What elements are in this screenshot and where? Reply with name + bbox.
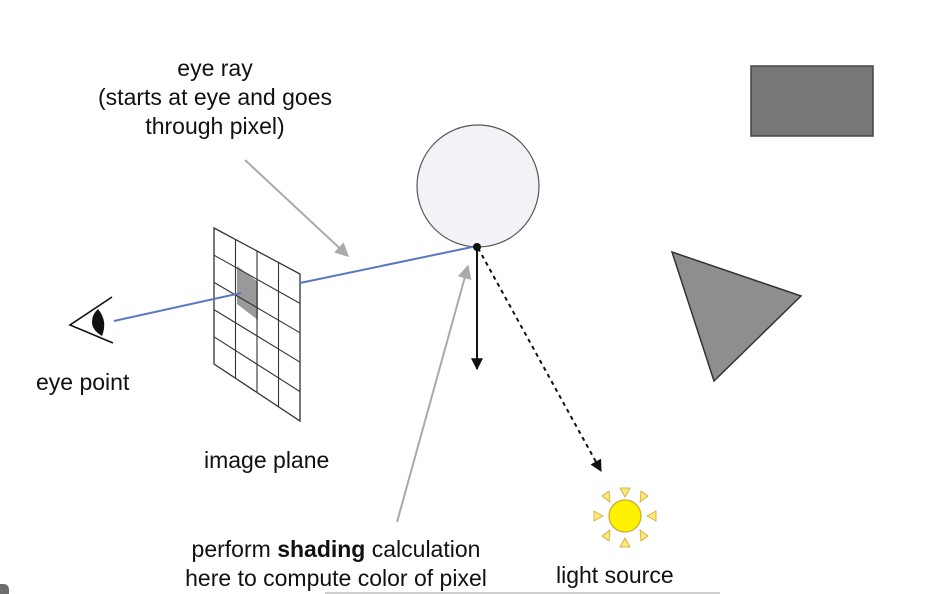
image-plane-label: image plane bbox=[204, 447, 330, 473]
shading-label-suffix: calculation bbox=[365, 536, 481, 562]
corner-mark bbox=[0, 584, 9, 594]
shading-label-line1: perform shading calculation bbox=[150, 535, 522, 564]
eye-ray-label-line2: (starts at eye and goes bbox=[98, 84, 332, 110]
shading-label-prefix: perform bbox=[191, 536, 278, 562]
scene-triangle bbox=[670, 250, 803, 383]
shading-label: perform shading calculation here to comp… bbox=[150, 535, 522, 593]
bottom-divider bbox=[325, 592, 720, 594]
eye-point-label: eye point bbox=[36, 369, 130, 395]
eye-ray-pointer-arrow bbox=[244, 159, 350, 257]
scene-sphere bbox=[416, 124, 540, 248]
shading-label-bold: shading bbox=[277, 536, 366, 562]
shadow-ray-arrow bbox=[477, 247, 602, 473]
eye-ray-segment-1 bbox=[113, 292, 242, 322]
light-source-label: light source bbox=[556, 562, 674, 588]
eye-ray-label-line1: eye ray bbox=[177, 55, 253, 81]
shading-label-line2: here to compute color of pixel bbox=[185, 565, 487, 591]
shading-pointer-arrow bbox=[396, 264, 472, 523]
sun-icon bbox=[593, 487, 657, 548]
eye-ray-label: eye ray (starts at eye and goes through … bbox=[60, 54, 370, 141]
eye-ray-label-line3: through pixel) bbox=[145, 113, 285, 139]
image-plane-grid bbox=[213, 226, 301, 423]
eye-ray-segment-2 bbox=[299, 245, 478, 284]
scene-rectangle bbox=[750, 65, 874, 137]
highlighted-pixel bbox=[237, 266, 258, 320]
intersection-point bbox=[473, 243, 481, 251]
eye-icon bbox=[68, 296, 114, 344]
